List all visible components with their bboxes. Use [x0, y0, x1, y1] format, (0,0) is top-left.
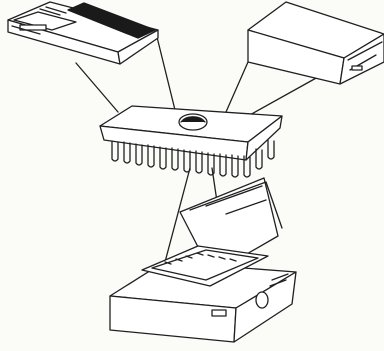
cassette-recorder-icon [8, 2, 158, 64]
dot-matrix-printer-icon [110, 178, 296, 342]
floppy-disk-drive-icon [248, 2, 384, 84]
integrated-circuit-icon [100, 106, 282, 177]
